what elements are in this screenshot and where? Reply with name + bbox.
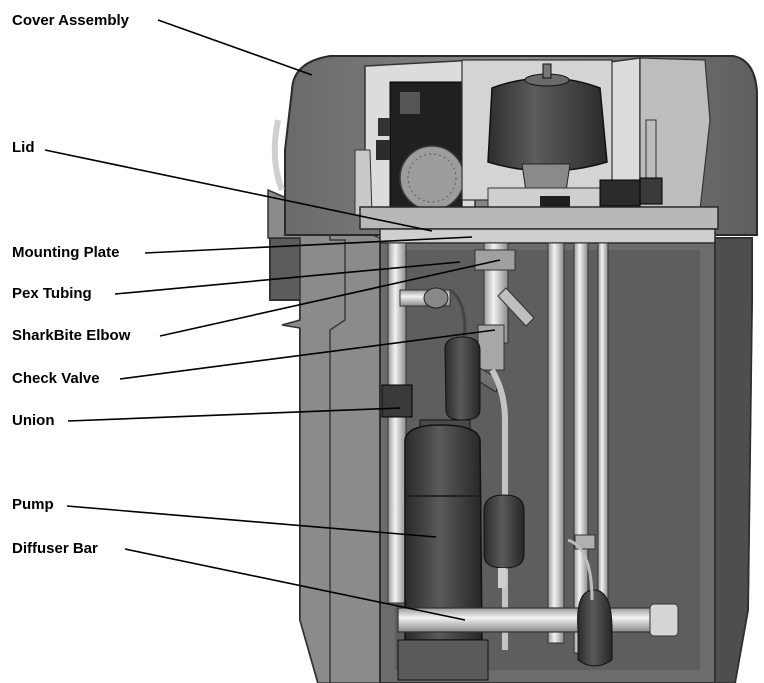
label-diffuser-bar: Diffuser Bar [12, 540, 98, 557]
leader-lines [44, 19, 501, 621]
label-check-valve: Check Valve [12, 370, 100, 387]
diffuser-bar [397, 538, 679, 667]
label-pex-tubing: Pex Tubing [12, 285, 92, 302]
leader-union [67, 407, 401, 422]
pump [397, 419, 489, 681]
label-cover-assembly: Cover Assembly [12, 12, 129, 29]
label-mounting-plate: Mounting Plate [12, 244, 120, 261]
label-sharkbite-elbow: SharkBite Elbow [12, 327, 131, 344]
label-pump: Pump [12, 496, 54, 513]
float-switch-upper [444, 336, 481, 421]
discharge-pipes [381, 242, 609, 654]
label-union: Union [12, 412, 55, 429]
leader-sharkbite-elbow [159, 259, 501, 337]
top-dome [461, 59, 663, 212]
float-switch-lower [483, 494, 525, 588]
leader-pump [66, 505, 437, 538]
leader-cover-assembly [157, 19, 313, 76]
leader-pex-tubing [114, 261, 461, 295]
leader-check-valve [119, 329, 496, 380]
leader-diffuser-bar [124, 548, 466, 621]
leader-lid [44, 149, 433, 232]
label-lid: Lid [12, 139, 35, 156]
lid [359, 206, 719, 230]
leader-mounting-plate [144, 236, 473, 254]
control-box [376, 81, 465, 211]
check-valve-assembly [399, 242, 535, 650]
